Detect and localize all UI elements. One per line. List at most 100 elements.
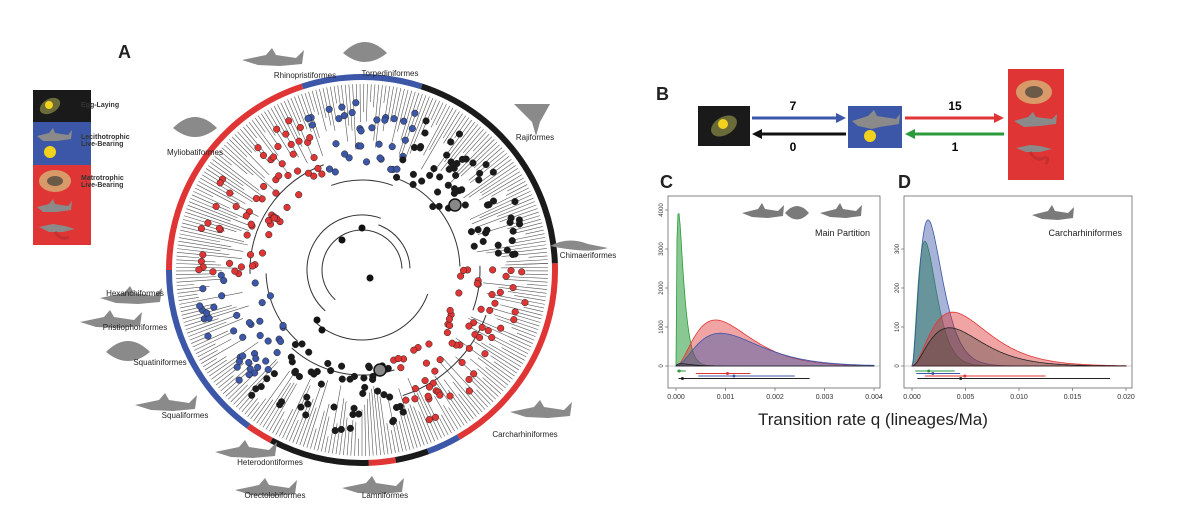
ancestral-node bbox=[294, 167, 302, 175]
tip-branch bbox=[471, 197, 534, 225]
ancestral-node bbox=[422, 117, 430, 125]
y-tick-label: 0 bbox=[659, 364, 665, 368]
ancestral-node bbox=[506, 218, 514, 226]
ancestral-node bbox=[266, 292, 274, 300]
x-tick-label: 0.000 bbox=[903, 394, 921, 401]
tip-branch bbox=[188, 201, 255, 228]
ancestral-node bbox=[338, 362, 346, 370]
tip-branch bbox=[462, 129, 484, 154]
ancestral-node bbox=[210, 303, 218, 311]
ancestral-node bbox=[486, 306, 494, 314]
tip-branch bbox=[435, 104, 447, 126]
ancestral-node bbox=[264, 366, 272, 374]
tip-branch bbox=[398, 388, 418, 448]
ancestral-node bbox=[341, 150, 349, 158]
tip-branch bbox=[253, 370, 290, 422]
ancestral-node bbox=[388, 143, 396, 151]
ancestral-node bbox=[476, 169, 484, 177]
ancestral-node bbox=[220, 276, 228, 285]
ancestral-node bbox=[429, 202, 437, 211]
ancestral-node bbox=[259, 151, 268, 159]
ancestral-node bbox=[461, 201, 469, 209]
ancestral-node bbox=[257, 383, 265, 391]
ancestral-node bbox=[332, 140, 340, 148]
ancestral-node bbox=[503, 246, 511, 254]
backbone-arc bbox=[402, 314, 487, 397]
tip-branch bbox=[205, 168, 256, 202]
tip-branch bbox=[204, 356, 227, 371]
ancestral-node bbox=[346, 424, 354, 432]
tip-branch bbox=[485, 367, 509, 386]
tip-branch bbox=[207, 359, 227, 374]
ancestral-node bbox=[245, 358, 253, 367]
ancestral-node bbox=[235, 357, 243, 365]
ancestral-node bbox=[285, 117, 293, 125]
tip-branch bbox=[391, 88, 405, 144]
ancestral-node bbox=[218, 292, 226, 300]
tip-branch bbox=[486, 293, 545, 305]
tip-branch bbox=[210, 162, 244, 187]
ancestral-node bbox=[204, 332, 212, 340]
tip-branch bbox=[181, 307, 212, 316]
ancestral-node bbox=[470, 370, 478, 378]
tip-branch bbox=[269, 383, 297, 432]
ancestral-node bbox=[348, 109, 356, 117]
tip-branch bbox=[491, 177, 524, 197]
ancestral-node bbox=[251, 279, 259, 287]
shark-embryo-icon bbox=[1016, 145, 1052, 152]
tip-branch bbox=[176, 263, 222, 266]
ancestral-node bbox=[375, 140, 383, 148]
ancestral-node bbox=[483, 201, 492, 209]
tip-branch bbox=[277, 104, 308, 164]
ancestral-node bbox=[457, 272, 465, 280]
ancestral-node bbox=[338, 375, 346, 383]
ancestral-node bbox=[361, 383, 369, 391]
tip-branch bbox=[328, 385, 342, 454]
panel-label-c: C bbox=[660, 172, 673, 192]
tip-branch bbox=[209, 341, 259, 377]
ancestral-node bbox=[469, 159, 477, 167]
ancestral-node bbox=[467, 228, 475, 236]
tip-branch bbox=[188, 321, 227, 337]
ancestral-node bbox=[408, 125, 416, 133]
rate-lec-to-egg: 0 bbox=[790, 140, 797, 154]
tip-branch bbox=[222, 372, 247, 394]
ancestral-node bbox=[264, 337, 272, 345]
ancestral-node bbox=[399, 408, 407, 416]
ancestral-node bbox=[297, 403, 305, 411]
taxon-label-myliobatiformes: Myliobatiformes bbox=[167, 148, 223, 157]
ancestral-node bbox=[270, 214, 278, 222]
tip-branch bbox=[506, 259, 548, 263]
tip-branch bbox=[403, 90, 412, 119]
tip-branch bbox=[218, 375, 234, 389]
ancestral-node bbox=[325, 165, 334, 173]
legend-label-lec: Lecithotrophic Live-Bearing bbox=[81, 134, 130, 148]
ancestral-node bbox=[325, 105, 333, 113]
ancestral-node bbox=[287, 140, 295, 148]
tip-branch bbox=[479, 168, 518, 194]
tip-branch bbox=[224, 144, 277, 193]
tip-branch bbox=[219, 150, 248, 175]
taxon-label-heterodontiformes: Heterodontiformes bbox=[237, 458, 303, 467]
tip-branch bbox=[183, 306, 237, 323]
legend-label-mat: Matrotrophic Live-Bearing bbox=[81, 175, 124, 189]
ancestral-node bbox=[447, 158, 455, 166]
ancestral-node bbox=[421, 129, 429, 137]
tip-branch bbox=[394, 88, 402, 117]
tip-branch bbox=[430, 102, 444, 128]
tip-branch bbox=[479, 194, 533, 219]
tip-branch bbox=[501, 347, 525, 361]
ancestral-node bbox=[411, 385, 419, 393]
tip-branch bbox=[212, 159, 265, 198]
taxon-label-chimaeriformes: Chimaeriformes bbox=[560, 251, 616, 260]
ancestral-node bbox=[304, 400, 312, 408]
tip-branch bbox=[185, 211, 242, 231]
ray-icon bbox=[785, 206, 809, 220]
tip-branch bbox=[176, 259, 216, 263]
ancestral-node bbox=[282, 130, 290, 138]
ancestral-node bbox=[242, 212, 250, 220]
tip-branch bbox=[199, 349, 218, 361]
backbone-arc bbox=[331, 179, 393, 186]
tip-branch bbox=[516, 332, 535, 341]
ancestral-node bbox=[260, 182, 268, 190]
